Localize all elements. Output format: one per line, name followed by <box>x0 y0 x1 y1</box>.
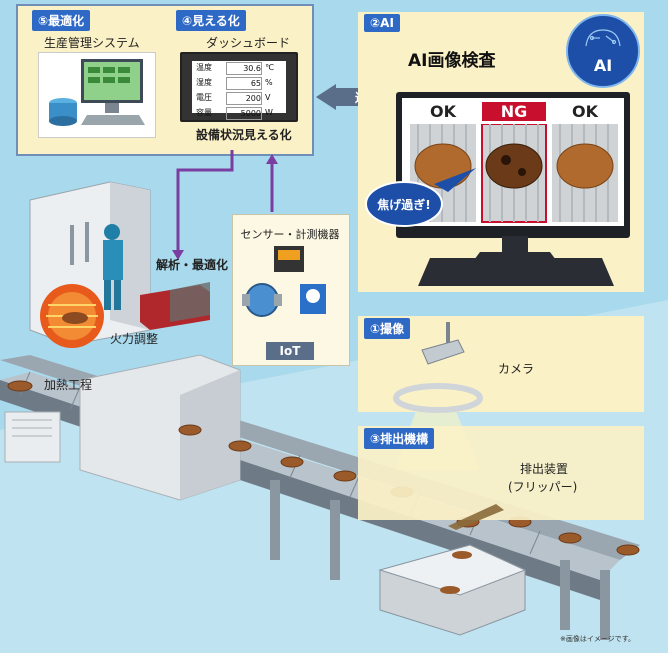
ai-logo-text: AI <box>568 56 638 75</box>
sensor-title: センサー・計測機器 <box>232 226 348 242</box>
eject-tag: ③排出機構 <box>364 428 434 449</box>
analysis-label: 解析・最適化 <box>156 256 228 273</box>
link-arrow-icon <box>316 84 336 110</box>
footnote: ※画像はイメージです。 <box>560 634 635 644</box>
heat-control-label: 火力調整 <box>110 330 158 347</box>
burnt-bubble-text: 焦げ過ぎ! <box>366 196 442 213</box>
ai-tag: ②AI <box>364 14 400 32</box>
camera-label: カメラ <box>498 360 534 377</box>
result-ok-left: OK <box>410 102 476 121</box>
heating-process-label: 加熱工程 <box>44 376 92 393</box>
result-ng: NG <box>482 102 546 121</box>
flipper-icon <box>446 500 506 530</box>
brain-circuit-icon <box>568 16 638 86</box>
camera-icon <box>388 322 488 414</box>
iot-badge: IoT <box>266 342 314 360</box>
ai-logo: AI <box>566 14 640 88</box>
sensor-devices-icon <box>238 242 342 330</box>
ejector-label-1: 排出装置 <box>520 460 568 477</box>
keyboard-icon <box>418 256 614 290</box>
ejector-label-2: (フリッパー) <box>508 478 577 495</box>
result-ok-right: OK <box>552 102 618 121</box>
ai-heading: AI画像検査 <box>408 46 495 71</box>
